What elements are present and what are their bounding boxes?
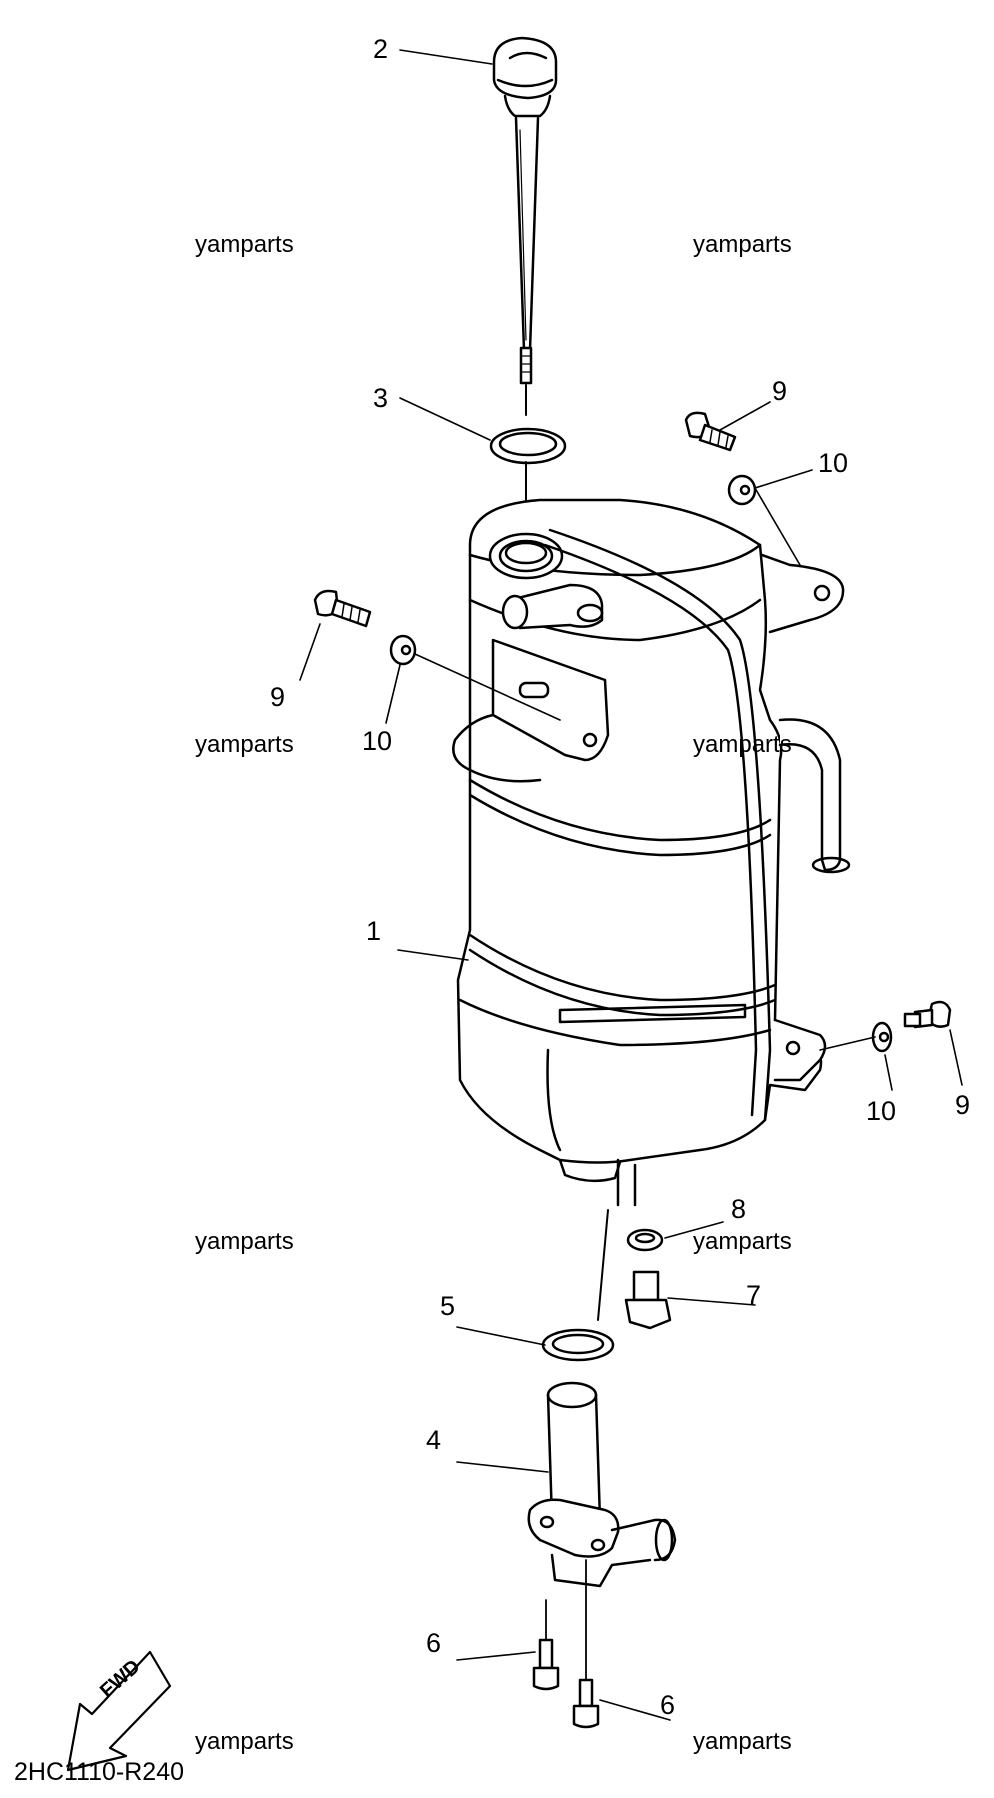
watermark-5: yamparts	[195, 1228, 294, 1255]
watermark-2: yamparts	[693, 231, 792, 258]
callout-leaders	[299, 49, 963, 1721]
callout-2: 2	[373, 34, 389, 64]
callout-3: 3	[373, 383, 389, 413]
callout-10-top: 10	[818, 448, 849, 478]
callout-4: 4	[426, 1425, 442, 1455]
callout-9-right: 9	[955, 1090, 971, 1120]
callout-7: 7	[746, 1280, 762, 1310]
watermark-1: yamparts	[195, 231, 294, 258]
watermark-4: yamparts	[693, 731, 792, 758]
part-9-bolt-right	[903, 1000, 952, 1029]
watermark-6: yamparts	[693, 1228, 792, 1255]
fwd-arrow-icon	[66, 1650, 172, 1772]
diagram-code: 2HC1110-R240	[14, 1758, 185, 1786]
callout-6-right: 6	[660, 1690, 676, 1720]
callout-10-right: 10	[866, 1096, 897, 1126]
watermark-8: yamparts	[693, 1728, 792, 1755]
part-4-pipe	[527, 1381, 677, 1588]
part-9-bolt-top	[684, 411, 737, 452]
part-1-oil-tank	[452, 498, 851, 1207]
part-7-drain-plug	[624, 1270, 672, 1330]
callout-8: 8	[731, 1194, 747, 1224]
watermark-3: yamparts	[195, 731, 294, 758]
callout-9-top: 9	[772, 376, 788, 406]
part-5-o-ring	[541, 1328, 615, 1362]
callout-10-left: 10	[362, 726, 393, 756]
callout-5: 5	[440, 1291, 456, 1321]
part-6-screws	[532, 1559, 600, 1729]
part-2-dipstick	[492, 36, 558, 416]
callout-1: 1	[366, 916, 382, 946]
part-9-bolt-left	[313, 589, 372, 628]
watermark-7: yamparts	[195, 1728, 294, 1755]
leader-dash	[597, 1209, 609, 1321]
callout-6-left: 6	[426, 1628, 442, 1658]
callout-9-left: 9	[270, 682, 286, 712]
part-8-gasket	[626, 1228, 664, 1252]
